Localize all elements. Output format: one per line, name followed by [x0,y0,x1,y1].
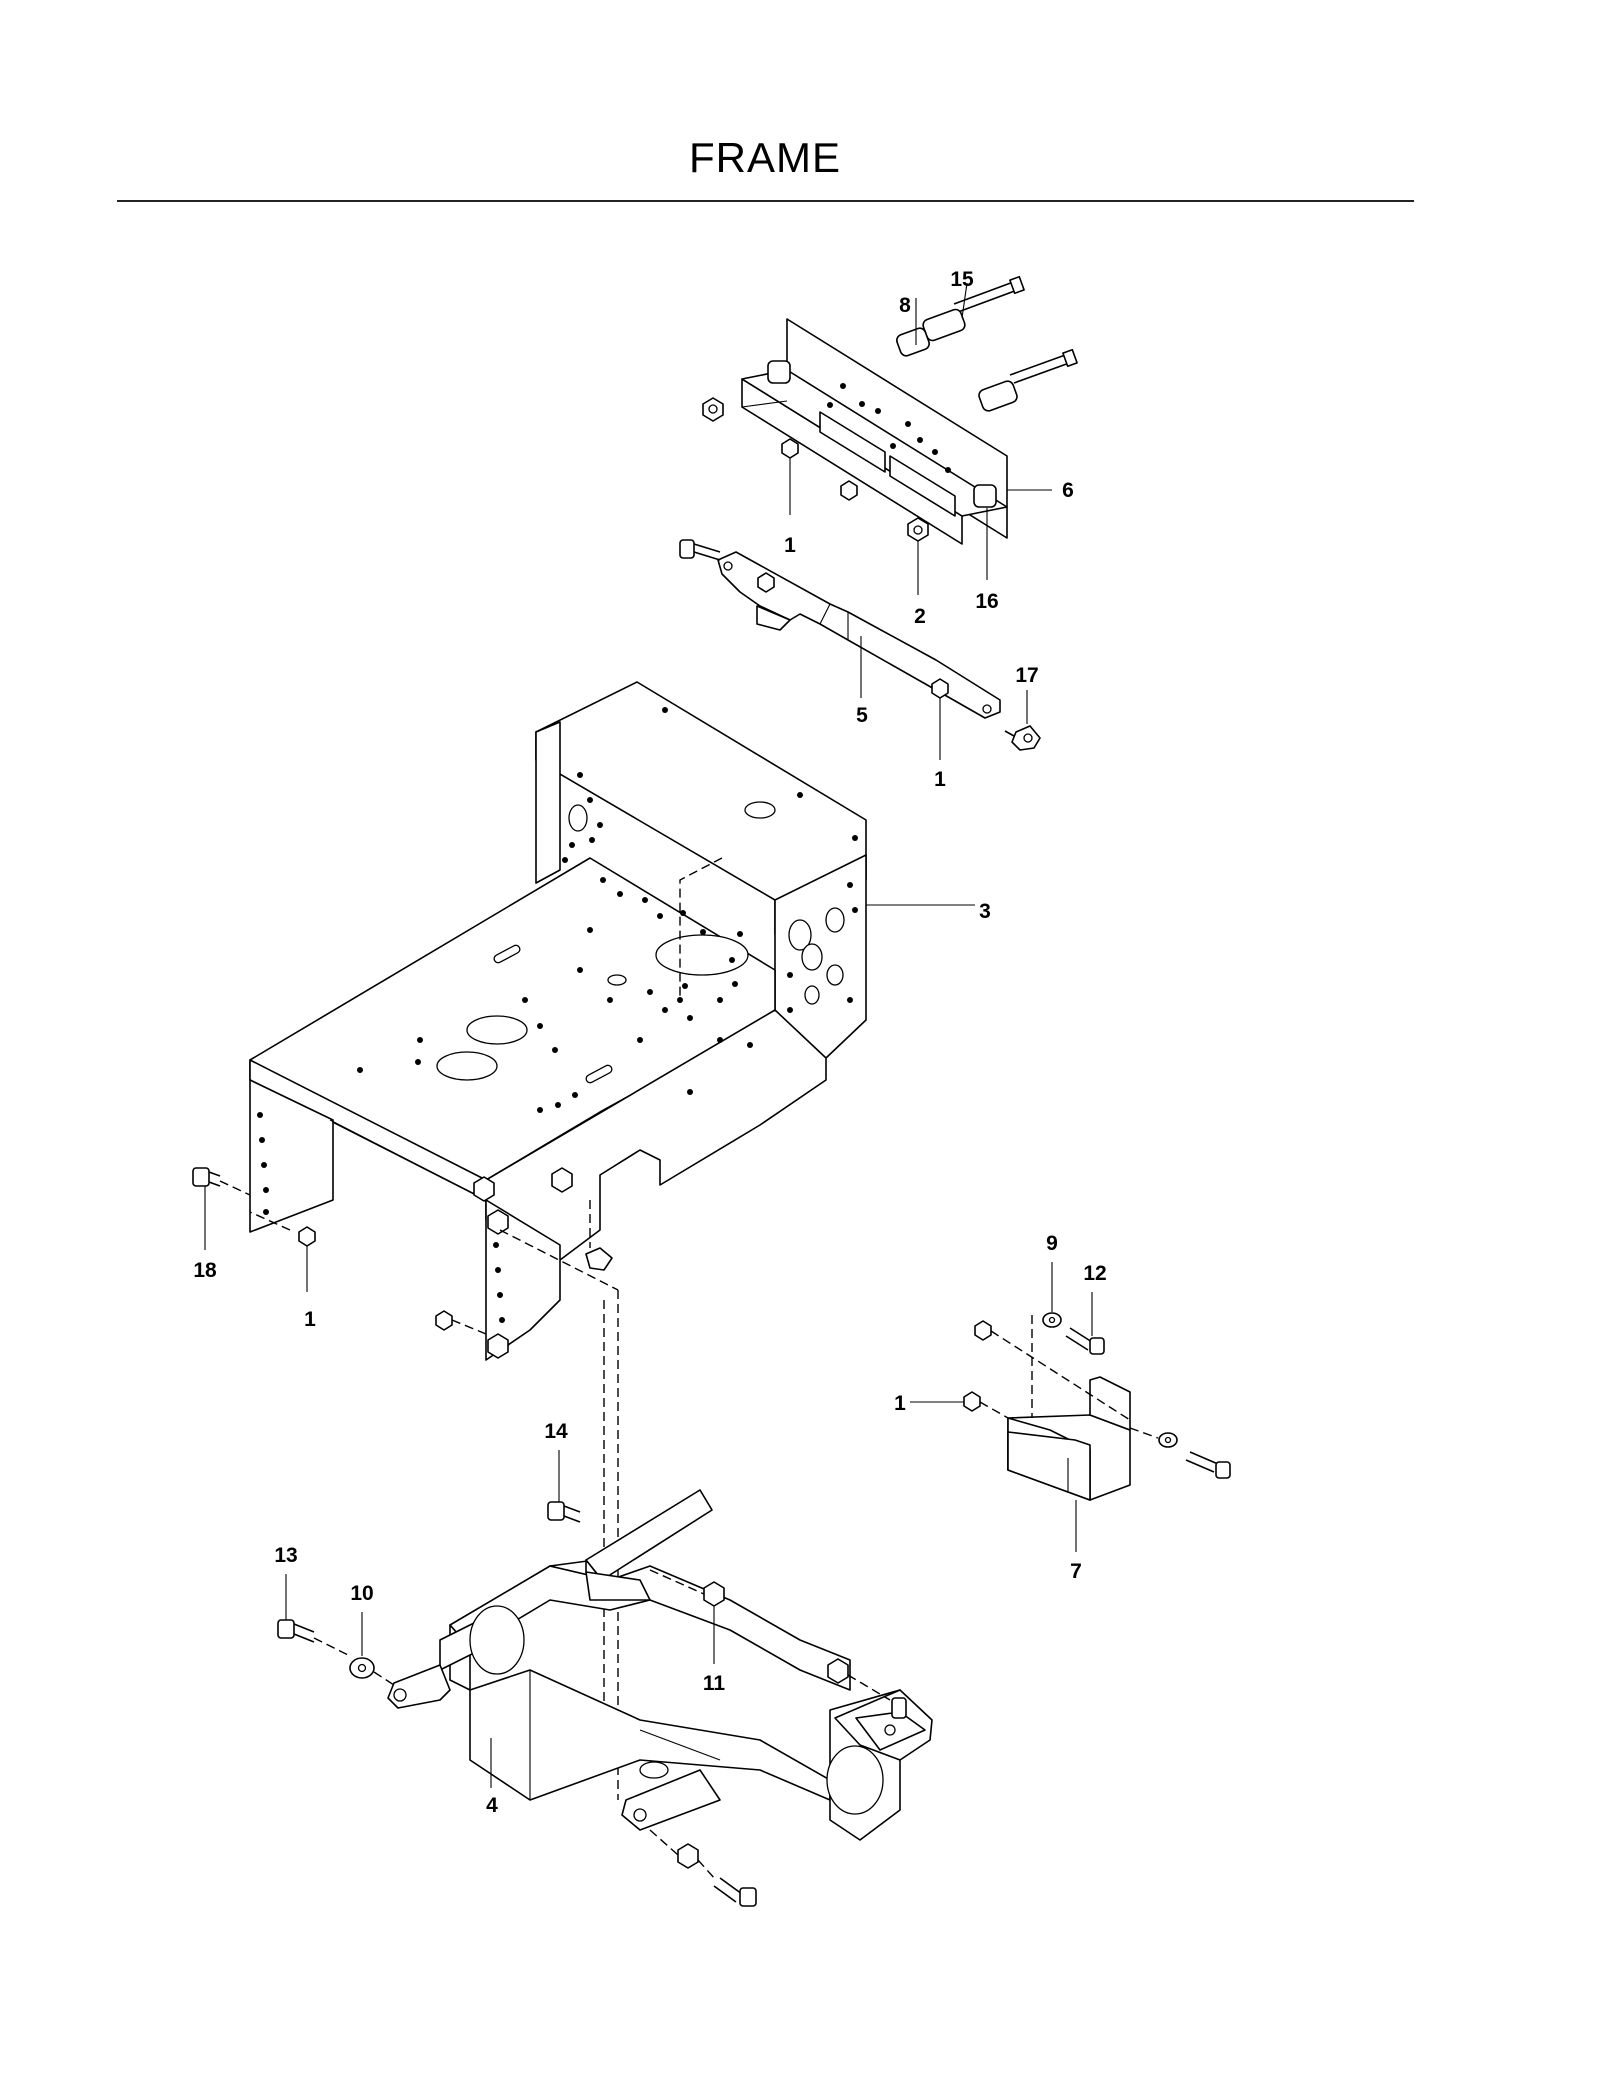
bracket-bolt-left [679,539,721,561]
callout-2: 2 [914,605,926,628]
callout-13: 13 [274,1544,297,1567]
callout-5: 5 [856,704,868,727]
part-1-nuts-upper [781,438,858,501]
callout-1: 1 [304,1308,316,1331]
callout-16: 16 [975,590,998,613]
part-10-washer [349,1657,375,1679]
callout-4: 4 [486,1794,498,1817]
part-6-mount-plate [741,318,1008,545]
callout-10: 10 [350,1582,373,1605]
callout-8: 8 [899,294,911,317]
part-2-locknuts [702,397,929,542]
callout-17: 17 [1015,664,1038,687]
title-divider [117,200,1414,202]
callout-14: 14 [544,1420,568,1443]
part-17-bolt [1004,725,1041,751]
part-12-bolt [1065,1327,1105,1355]
part-3-main-frame [249,681,867,1361]
part-8-bushings [896,308,1018,412]
callout-6: 6 [1062,479,1074,502]
callout-11: 11 [703,1672,726,1695]
part-9-washer [1042,1312,1062,1328]
part-16-spacers [767,360,997,508]
callout-3: 3 [979,900,991,923]
callout-1: 1 [934,768,946,791]
part-7-guard [1007,1376,1131,1501]
guard-washer-bolt-right [1129,1427,1231,1479]
part-18-bolt [192,1167,221,1187]
part-15-bolts [953,275,1078,384]
callout-labels: 1 1 1 1 2 3 4 5 6 7 8 9 10 11 12 13 14 1… [193,268,1106,1817]
part-14-bolt [547,1501,581,1523]
lower-bolt [713,1877,757,1907]
callout-12: 12 [1083,1262,1106,1285]
callout-1: 1 [784,534,796,557]
callout-9: 9 [1046,1232,1058,1255]
callout-7: 7 [1070,1560,1082,1583]
page-title: FRAME [689,134,841,181]
callout-15: 15 [950,268,974,291]
callout-18: 18 [193,1259,217,1282]
part-4-axle-carrier [387,1557,933,1841]
part-5-bracket [717,551,1001,719]
part-13-bolt [277,1619,315,1643]
callout-1: 1 [894,1392,906,1415]
part-14-lever [585,1489,713,1601]
frame-pin [585,1200,613,1271]
